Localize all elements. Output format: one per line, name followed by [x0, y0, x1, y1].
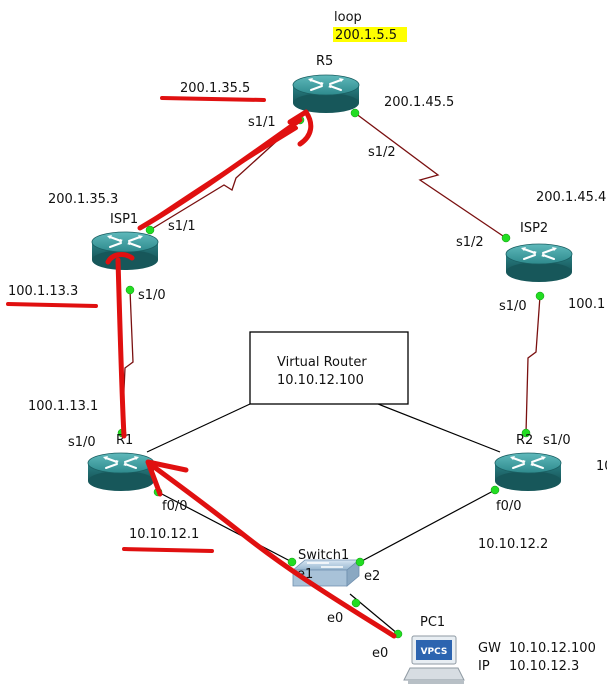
loop-ip: 200.1.5.5	[335, 28, 397, 43]
port-dot	[501, 233, 511, 243]
computer-icon	[403, 635, 465, 684]
port-label-isp1-s11: s1/1	[168, 219, 196, 234]
router-icon	[87, 452, 155, 492]
switch-icon	[291, 559, 361, 587]
port-dot	[490, 485, 500, 495]
arrowhead-r5	[287, 109, 314, 147]
port-dot	[351, 598, 361, 608]
ip-label-r5-isp1: 200.1.35.5	[180, 81, 250, 96]
port-label-r1-f00: f0/0	[162, 499, 188, 514]
link-r1-virtual-router	[146, 403, 251, 453]
ip-label-r2-right: 10	[596, 459, 607, 474]
loop-highlight	[333, 27, 407, 42]
device-label-pc1: PC1	[420, 615, 445, 630]
port-label-isp2-s12: s1/2	[456, 235, 484, 250]
device-label-r2: R2	[516, 433, 533, 448]
ip-label-isp1-r1: 100.1.13.3	[8, 284, 78, 299]
ip-label-isp1-r5: 200.1.35.3	[48, 192, 118, 207]
port-label-r2-s10: s1/0	[543, 433, 571, 448]
router-r1[interactable]	[87, 452, 155, 492]
pc-gw-label: GW	[478, 641, 501, 656]
ip-label-r2-lan: 10.10.12.2	[478, 537, 548, 552]
device-label-switch1: Switch1	[298, 548, 349, 563]
ip-label-isp2-r2: 100.1	[568, 297, 605, 312]
device-label-r1: R1	[116, 433, 133, 448]
link-r2-switch	[359, 489, 496, 563]
port-label-isp1-s10: s1/0	[138, 288, 166, 303]
link-r2-virtual-router	[377, 403, 501, 453]
link-r1-switch	[157, 491, 293, 563]
router-r5[interactable]	[292, 74, 360, 114]
router-icon	[292, 74, 360, 114]
link-r5-isp1	[149, 119, 301, 231]
port-label-r5-s12: s1/2	[368, 145, 396, 160]
port-dot	[145, 225, 155, 235]
link-r5-isp2	[354, 112, 507, 239]
router-isp1[interactable]	[91, 231, 159, 271]
vpcs-badge: VPCS	[421, 647, 448, 657]
red-annotations	[6, 96, 397, 639]
port-label-pc-e0: e0	[372, 646, 388, 661]
port-label-sw-e2: e2	[364, 569, 380, 584]
device-label-isp2: ISP2	[520, 221, 548, 236]
port-label-r2-f00: f0/0	[496, 499, 522, 514]
port-label-r1-s10: s1/0	[68, 435, 96, 450]
port-dot	[287, 557, 297, 567]
ip-label-r5-isp2: 200.1.45.5	[384, 95, 454, 110]
ip-label-r1-lan: 10.10.12.1	[129, 527, 199, 542]
port-dot	[350, 108, 360, 118]
ip-label-isp2-r5: 200.1.45.4	[536, 190, 606, 205]
pc-pc1[interactable]: VPCS	[403, 635, 465, 684]
port-dot	[521, 428, 531, 438]
port-dot	[535, 291, 545, 301]
device-label-isp1: ISP1	[110, 212, 138, 227]
link-isp2-r2	[525, 295, 541, 434]
router-icon	[505, 243, 573, 283]
port-dot	[355, 557, 365, 567]
ip-label-r1-isp1: 100.1.13.1	[28, 399, 98, 414]
router-icon	[494, 452, 562, 492]
port-dot	[125, 285, 135, 295]
underline-100-1-13-3	[6, 302, 98, 308]
router-r2[interactable]	[494, 452, 562, 492]
pc-ip-label: IP	[478, 659, 490, 674]
port-label-isp2-s10: s1/0	[499, 299, 527, 314]
underline-10-10-12-1	[122, 547, 214, 553]
traffic-path-r1-to-isp1	[115, 257, 127, 439]
loop-label: loop	[334, 10, 362, 25]
arrowhead-isp1	[105, 252, 135, 265]
port-label-sw-e0: e0	[327, 611, 343, 626]
pc-ip-value: 10.10.12.3	[509, 659, 579, 674]
pc-gw-value: 10.10.12.100	[509, 641, 596, 656]
router-icon	[91, 231, 159, 271]
virtual-router-box: Virtual Router 10.10.12.100	[249, 331, 409, 405]
virtual-router-ip: 10.10.12.100	[277, 373, 364, 388]
router-isp2[interactable]	[505, 243, 573, 283]
traffic-path-isp1-to-r5-offset	[148, 126, 298, 224]
device-label-r5: R5	[316, 54, 333, 69]
virtual-router-label: Virtual Router	[277, 355, 367, 370]
underline-200-1-35-5	[160, 96, 266, 102]
port-label-r5-s11: s1/1	[248, 115, 276, 130]
switch-switch1[interactable]	[291, 559, 361, 587]
arrowhead-r1	[145, 459, 189, 497]
traffic-path-pc-to-r1	[147, 461, 397, 639]
